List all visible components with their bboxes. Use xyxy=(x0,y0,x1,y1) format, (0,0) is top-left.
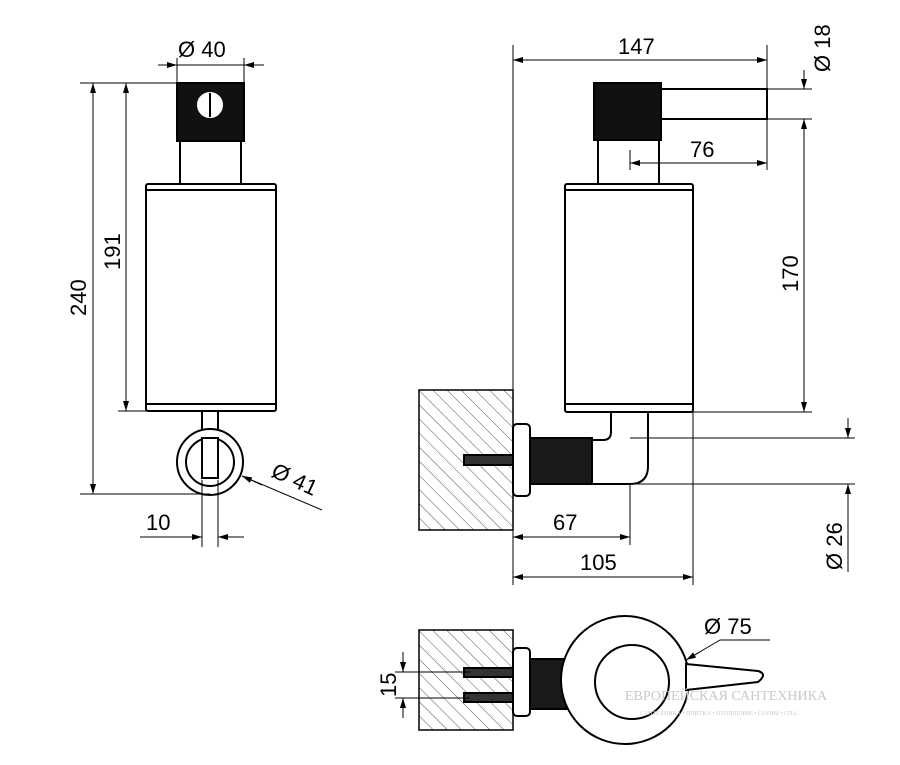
side-flange xyxy=(512,423,531,497)
side-body xyxy=(564,183,694,413)
front-view xyxy=(145,82,277,496)
front-dimensions xyxy=(80,58,323,547)
front-dia-ring-label: Ø 41 xyxy=(268,458,322,501)
top-view xyxy=(418,615,764,745)
top-lever xyxy=(685,662,764,692)
top-flange xyxy=(512,647,531,717)
side-view xyxy=(418,82,768,531)
top-wall xyxy=(418,629,514,731)
top-thread xyxy=(529,658,567,710)
side-dia-mount-label: Ø 26 xyxy=(822,522,847,570)
side-dia-spout-label: Ø 18 xyxy=(810,24,835,72)
side-height-body-label: 170 xyxy=(778,255,803,292)
side-dimensions xyxy=(512,45,855,585)
side-spout xyxy=(660,88,768,120)
top-ring-inner xyxy=(594,644,670,720)
side-pump-head xyxy=(593,82,662,141)
side-length-total-label: 147 xyxy=(618,34,655,59)
side-spout-len-label: 76 xyxy=(690,137,714,162)
side-screw xyxy=(463,454,514,466)
front-body xyxy=(145,183,277,412)
top-screw-gap-label: 15 xyxy=(376,673,401,697)
side-neck xyxy=(597,139,660,185)
side-depth-bracket-label: 67 xyxy=(553,510,577,535)
top-screw-lower xyxy=(463,692,514,703)
top-dimensions xyxy=(395,639,770,718)
side-thread xyxy=(529,437,593,485)
side-depth-total-label: 105 xyxy=(580,550,617,575)
front-dia-top-label: Ø 40 xyxy=(178,37,226,62)
front-height-total-label: 240 xyxy=(66,279,91,316)
front-neck xyxy=(179,140,242,185)
watermark-line1: ЕВРОПЕЙСКАЯ САНТЕХНИКА xyxy=(625,687,828,704)
top-dia-ring-label: Ø 75 xyxy=(704,614,752,639)
top-screw-upper xyxy=(463,667,514,678)
front-height-body-label: 191 xyxy=(100,233,125,270)
watermark-line2: САНТЕХНИКА • ПЛИТКА • ОТОПЛЕНИЕ • САУНЫ … xyxy=(640,711,797,717)
front-offset-label: 10 xyxy=(146,510,170,535)
